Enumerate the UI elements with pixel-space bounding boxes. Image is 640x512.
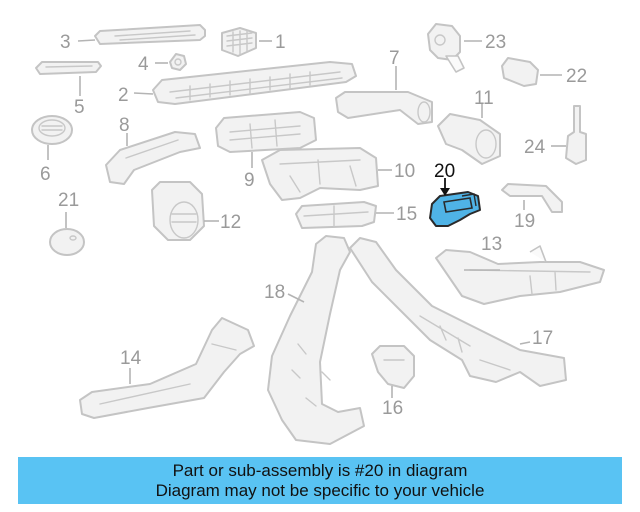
part-13[interactable] xyxy=(435,245,605,305)
part-14[interactable] xyxy=(79,317,255,419)
part-8[interactable] xyxy=(105,131,201,185)
part-6[interactable] xyxy=(31,115,73,145)
part-1[interactable] xyxy=(221,27,257,57)
callout-18: 18 xyxy=(264,282,285,303)
callout-12: 12 xyxy=(220,212,241,233)
callout-line-2 xyxy=(133,92,154,95)
callout-6: 6 xyxy=(40,164,51,185)
callout-5: 5 xyxy=(74,97,85,118)
callout-2: 2 xyxy=(118,85,129,106)
part-20-highlighted[interactable] xyxy=(429,191,481,227)
part-16[interactable] xyxy=(371,345,415,389)
callout-9: 9 xyxy=(244,170,255,191)
callout-21: 21 xyxy=(58,190,79,211)
part-18[interactable] xyxy=(267,235,365,445)
callout-1: 1 xyxy=(275,32,286,53)
part-11[interactable] xyxy=(437,113,501,165)
part-10[interactable] xyxy=(261,147,379,201)
callout-line-17 xyxy=(519,341,531,345)
callout-line-18 xyxy=(287,293,305,303)
part-15[interactable] xyxy=(295,201,377,229)
banner-line-2: Diagram may not be specific to your vehi… xyxy=(155,480,485,500)
callout-22: 22 xyxy=(566,66,587,87)
info-banner: Part or sub-assembly is #20 in diagram D… xyxy=(18,457,622,504)
parts-diagram: 3 1 4 5 2 6 8 7 xyxy=(31,23,605,445)
part-9[interactable] xyxy=(215,111,317,153)
callout-arrow-20 xyxy=(440,188,450,196)
callout-16: 16 xyxy=(382,398,403,419)
part-24[interactable] xyxy=(565,105,587,165)
callout-11: 11 xyxy=(474,88,494,109)
part-7[interactable] xyxy=(335,91,433,125)
part-22[interactable] xyxy=(501,57,539,87)
callout-14: 14 xyxy=(120,348,142,369)
callout-7: 7 xyxy=(389,48,400,69)
part-3[interactable] xyxy=(94,24,206,45)
callout-4: 4 xyxy=(138,54,149,75)
part-12[interactable] xyxy=(151,181,205,241)
callout-3: 3 xyxy=(60,32,71,53)
part-2[interactable] xyxy=(152,61,357,105)
callout-23: 23 xyxy=(485,32,506,53)
part-4[interactable] xyxy=(169,53,187,71)
banner-line-1: Part or sub-assembly is #20 in diagram xyxy=(172,460,468,480)
part-5[interactable] xyxy=(35,61,102,75)
callout-20: 20 xyxy=(434,161,455,182)
callout-19: 19 xyxy=(514,211,535,232)
callout-line-3 xyxy=(77,39,96,42)
callout-17: 17 xyxy=(532,328,553,349)
callout-24: 24 xyxy=(524,137,546,158)
part-23[interactable] xyxy=(427,23,465,73)
callout-10: 10 xyxy=(394,161,415,182)
part-21[interactable] xyxy=(49,228,85,256)
callout-8: 8 xyxy=(119,115,130,136)
part-17[interactable] xyxy=(349,237,567,387)
callout-15: 15 xyxy=(396,204,417,225)
callout-13: 13 xyxy=(481,234,502,255)
part-19[interactable] xyxy=(501,183,563,213)
